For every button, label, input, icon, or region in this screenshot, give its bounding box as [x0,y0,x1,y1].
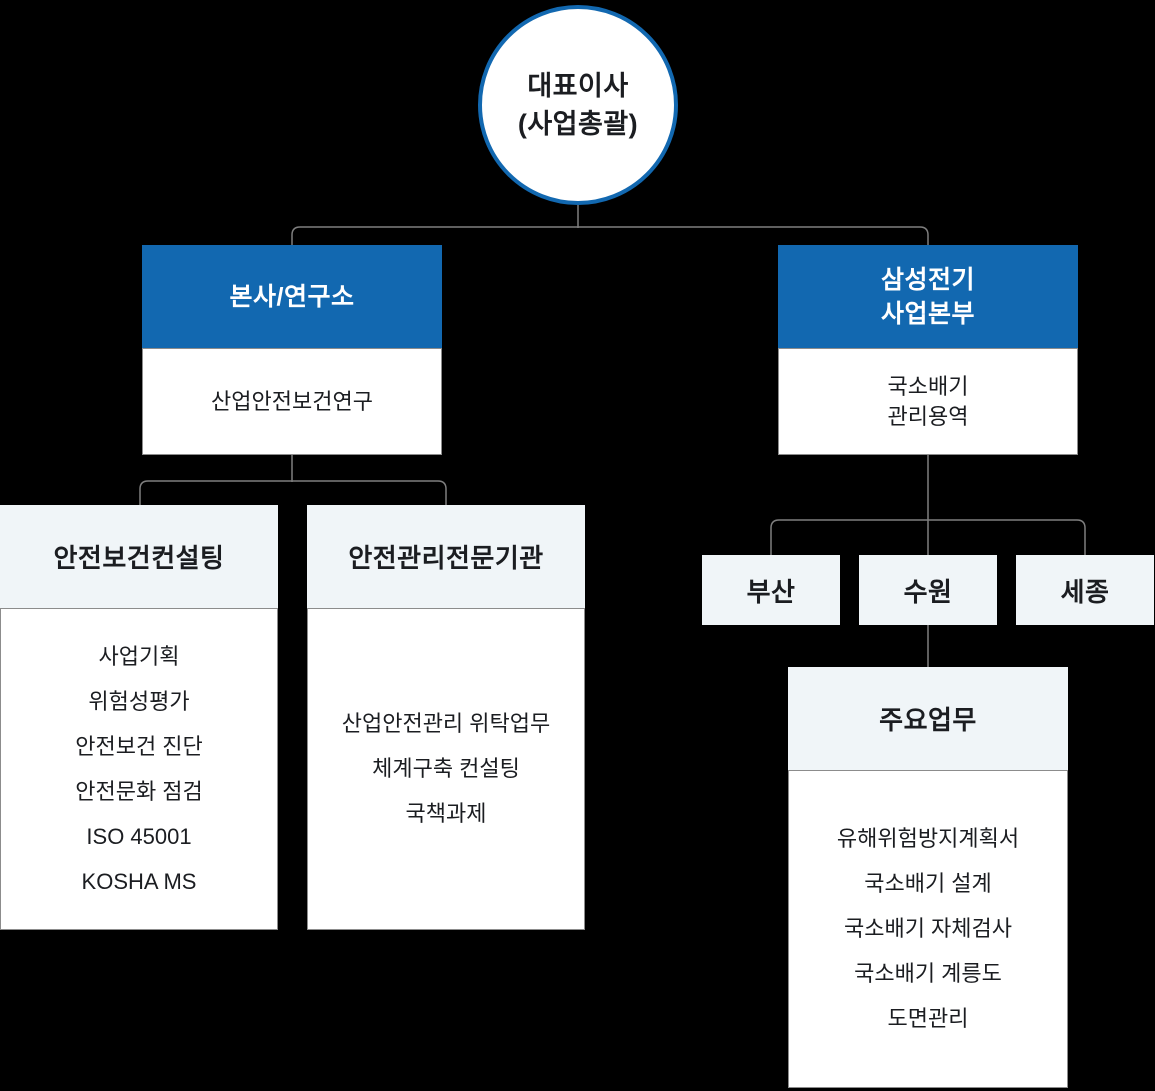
agency-node: 안전관리전문기관 산업안전관리 위탁업무 체계구축 컨설팅 국책과제 [307,505,585,930]
consulting-item: ISO 45001 [86,823,192,849]
consulting-item: KOSHA MS [81,868,197,894]
consulting-item: 안전보건 진단 [75,733,203,759]
hq-node: 본사/연구소 산업안전보건연구 [142,245,442,455]
site-suwon-label: 수원 [903,576,953,607]
main-task-item: 유해위험방지계획서 [836,826,1020,851]
connector-hq-bar [139,480,447,505]
main-task-item: 도면관리 [887,1006,969,1031]
ceo-title: 대표이사 [527,71,629,101]
semco-body: 국소배기 관리용역 [778,348,1078,455]
agency-item: 체계구축 컨설팅 [372,756,520,781]
consulting-body: 사업기획 위험성평가 안전보건 진단 안전문화 점검 ISO 45001 KOS… [0,608,278,930]
semco-title-line2: 사업본부 [880,299,975,328]
semco-node: 삼성전기 사업본부 국소배기 관리용역 [778,245,1078,455]
main-task-item: 국소배기 자체검사 [843,916,1013,941]
ceo-subtitle: (사업총괄) [517,109,639,139]
connector-level1-bar [291,226,929,245]
agency-header: 안전관리전문기관 [307,505,585,608]
consulting-item: 안전문화 점검 [75,778,203,804]
consulting-item: 사업기획 [98,643,180,669]
semco-title-line1: 삼성전기 [880,265,975,294]
main-tasks-header: 주요업무 [788,667,1068,770]
consulting-header: 안전보건컨설팅 [0,505,278,608]
consulting-node: 안전보건컨설팅 사업기획 위험성평가 안전보건 진단 안전문화 점검 ISO 4… [0,505,278,930]
consulting-title: 안전보건컨설팅 [53,543,225,573]
agency-item: 산업안전관리 위탁업무 [341,711,551,736]
hq-header: 본사/연구소 [142,245,442,348]
hq-body-text: 산업안전보건연구 [211,388,373,414]
main-task-item: 국소배기 설계 [864,871,992,896]
semco-body-line2: 관리용역 [887,403,969,429]
site-busan: 부산 [702,555,840,625]
agency-body: 산업안전관리 위탁업무 체계구축 컨설팅 국책과제 [307,608,585,930]
agency-title: 안전관리전문기관 [348,543,544,573]
hq-body: 산업안전보건연구 [142,348,442,455]
ceo-node: 대표이사 (사업총괄) [478,5,678,205]
site-sejong-label: 세종 [1060,576,1110,607]
main-task-item: 국소배기 계릉도 [854,961,1002,986]
site-sejong: 세종 [1016,555,1154,625]
site-busan-label: 부산 [746,576,796,607]
main-tasks-node: 주요업무 유해위험방지계획서 국소배기 설계 국소배기 자체검사 국소배기 계릉… [788,667,1068,1088]
connector-sites-bar [770,519,1086,555]
hq-title: 본사/연구소 [229,282,355,311]
consulting-item: 위험성평가 [88,688,190,714]
site-suwon: 수원 [859,555,997,625]
agency-item: 국책과제 [405,801,487,826]
main-tasks-title: 주요업무 [879,705,977,735]
semco-header: 삼성전기 사업본부 [778,245,1078,348]
main-tasks-body: 유해위험방지계획서 국소배기 설계 국소배기 자체검사 국소배기 계릉도 도면관… [788,770,1068,1088]
semco-body-line1: 국소배기 [887,373,969,399]
